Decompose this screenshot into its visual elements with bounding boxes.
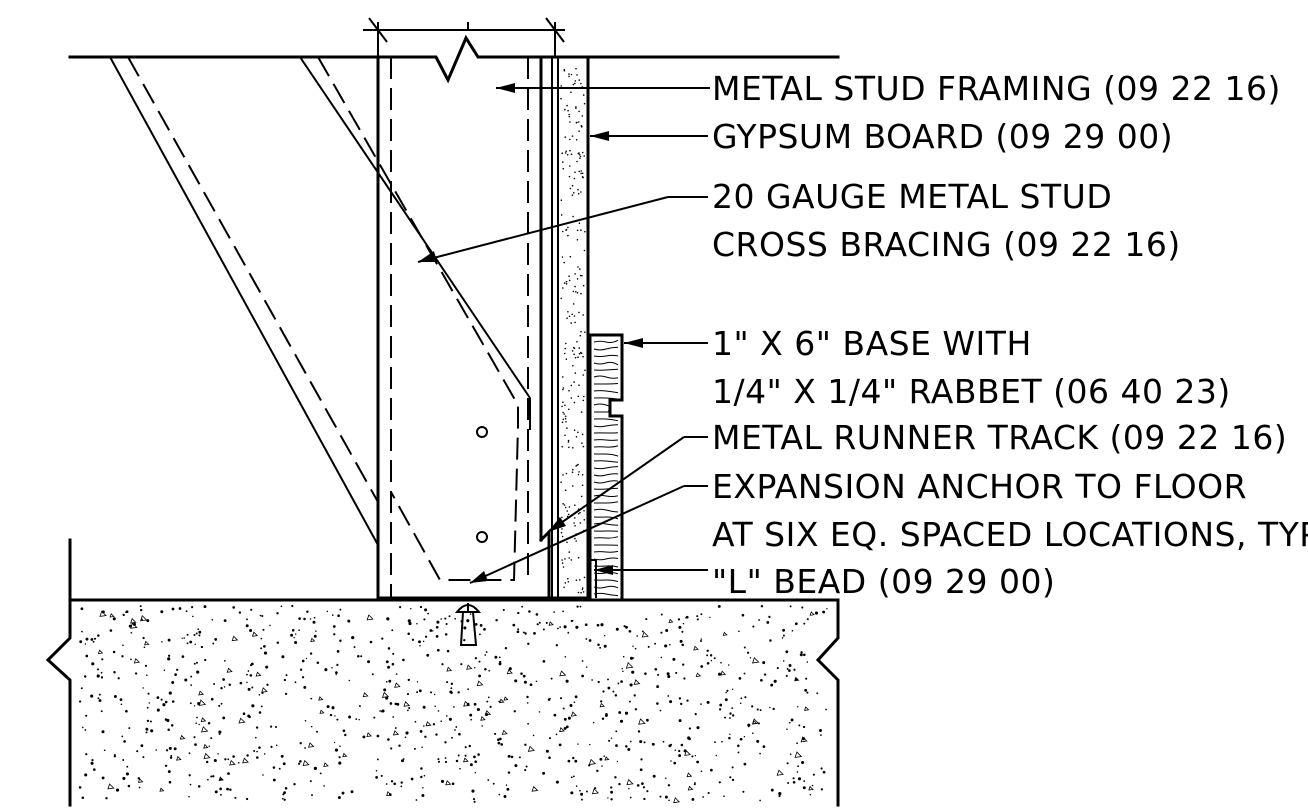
label-base-line2: 1/4" X 1/4" RABBET (06 40 23): [712, 372, 1231, 411]
label-runner-track: METAL RUNNER TRACK (09 22 16): [712, 418, 1287, 457]
concrete-slab: [45, 538, 840, 807]
gypsum-board: [551, 55, 590, 602]
expansion-anchor: [454, 603, 482, 646]
callouts: METAL STUD FRAMING (09 22 16) GYPSUM BOA…: [712, 69, 1308, 601]
leader-lines: [417, 83, 710, 584]
gypsum-core-stipple: [560, 67, 586, 594]
wood-grain: [593, 339, 619, 597]
label-metal-stud-framing: METAL STUD FRAMING (09 22 16): [712, 69, 1281, 108]
label-cross-bracing-line1: 20 GAUGE METAL STUD: [712, 177, 1112, 216]
label-gypsum-board: GYPSUM BOARD (09 29 00): [712, 117, 1173, 156]
cross-bracing: [109, 56, 531, 581]
label-base-line1: 1" X 6" BASE WITH: [712, 324, 1032, 363]
top-break-line: [68, 17, 840, 84]
concrete-aggregate-stipple: [78, 604, 828, 804]
label-cross-bracing-line2: CROSS BRACING (09 22 16): [712, 225, 1181, 264]
label-anchor-line1: EXPANSION ANCHOR TO FLOOR: [712, 467, 1247, 506]
label-anchor-line2: AT SIX EQ. SPACED LOCATIONS, TYP.: [712, 515, 1308, 554]
wood-base: [588, 333, 624, 602]
metal-stud: [376, 55, 543, 602]
label-l-bead: "L" BEAD (09 29 00): [712, 562, 1055, 601]
